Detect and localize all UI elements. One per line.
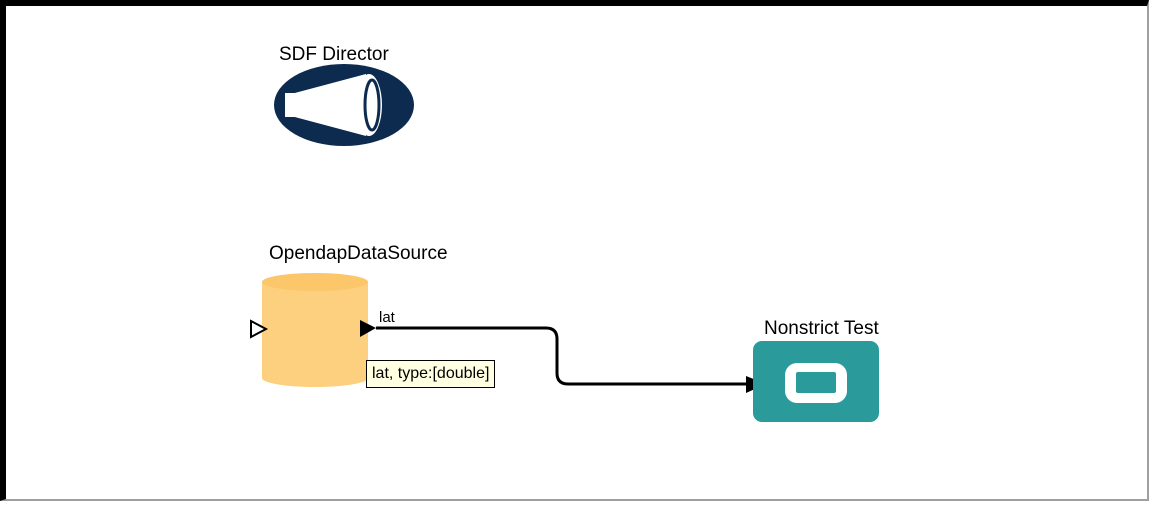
database-cylinder-icon: [262, 273, 368, 387]
port-tooltip: lat, type:[double]: [366, 360, 496, 388]
nonstrict-test[interactable]: [753, 341, 879, 422]
display-screen-icon: [785, 363, 847, 403]
output-port-label: lat: [379, 309, 395, 326]
director-label: SDF Director: [279, 44, 389, 65]
output-port-lat-icon[interactable]: [360, 320, 376, 337]
sdf-director[interactable]: [274, 64, 414, 146]
workflow-diagram: [250, 64, 879, 422]
connection-wire[interactable]: [376, 326, 754, 386]
megaphone-icon: [285, 74, 382, 136]
opendap-data-source[interactable]: [250, 273, 376, 387]
input-port-icon[interactable]: [250, 319, 269, 339]
test-actor-label: Nonstrict Test: [764, 318, 879, 339]
source-actor-label: OpendapDataSource: [269, 243, 448, 264]
